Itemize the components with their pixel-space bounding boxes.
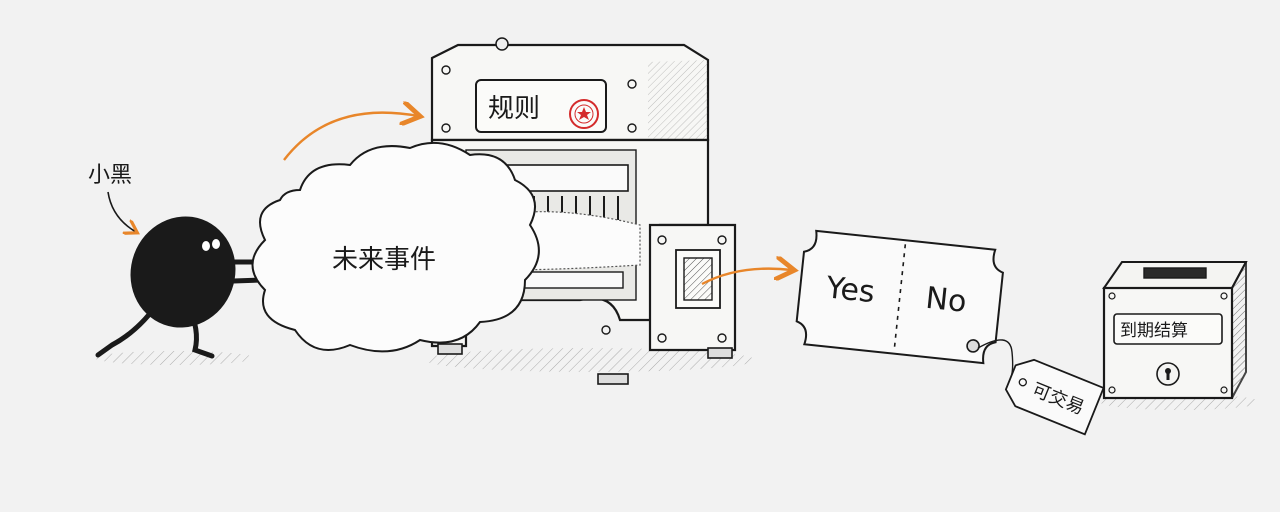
ticket-yes-label: Yes xyxy=(824,270,877,310)
ticket-no-label: No xyxy=(924,281,968,320)
machine-foot xyxy=(437,343,463,355)
character-eye-right xyxy=(212,239,220,249)
character-xiaohei xyxy=(95,216,265,365)
machine-name-plate xyxy=(475,79,607,133)
ticket-grommet xyxy=(966,339,980,353)
rivet xyxy=(627,123,637,133)
rivet xyxy=(1220,292,1228,300)
tag-hole xyxy=(1018,378,1027,387)
arrow-into-machine xyxy=(283,113,418,161)
character-label: 小黑 xyxy=(88,163,132,188)
machine-output-slot xyxy=(683,257,713,301)
settlement-box: 到期结算 xyxy=(1100,261,1260,410)
cloud-label: 未来事件 xyxy=(332,245,436,275)
rivet xyxy=(441,123,451,133)
character-shadow xyxy=(95,351,255,365)
box-label-plate xyxy=(1113,313,1223,345)
rivet xyxy=(717,235,727,245)
stamp-seal xyxy=(569,99,599,129)
rivet xyxy=(1220,386,1228,394)
box-coin-slot xyxy=(1143,267,1207,279)
character-pointer-arrow xyxy=(107,191,136,232)
machine-side-shade xyxy=(648,60,708,140)
rivet xyxy=(1108,292,1116,300)
rivet xyxy=(657,235,667,245)
machine-plate-label: 规则 xyxy=(488,94,540,124)
tradable-tag: 可交易 xyxy=(1004,358,1105,436)
character-arm-lower xyxy=(202,277,265,285)
future-event-cloud: 未来事件 xyxy=(251,141,641,353)
rivet xyxy=(601,325,611,335)
ticket-body xyxy=(795,229,1004,365)
rivet xyxy=(1108,386,1116,394)
machine-top-knob xyxy=(495,37,509,51)
tag-body xyxy=(1004,358,1105,436)
rivet xyxy=(717,333,727,343)
machine-foot xyxy=(597,373,629,385)
arrow-to-ticket xyxy=(701,269,792,286)
box-label: 到期结算 xyxy=(1120,321,1188,341)
rivet xyxy=(627,79,637,89)
rivet xyxy=(657,333,667,343)
box-side xyxy=(1231,261,1247,399)
ticket-yes-no: Yes No xyxy=(795,229,1004,365)
machine-shadow xyxy=(425,348,755,372)
keyhole-slot xyxy=(1166,372,1170,380)
character-eye-left xyxy=(202,241,210,251)
cloud-body xyxy=(251,141,540,353)
machine-foot xyxy=(707,347,733,359)
rivet xyxy=(441,65,451,75)
character-body xyxy=(130,216,236,328)
